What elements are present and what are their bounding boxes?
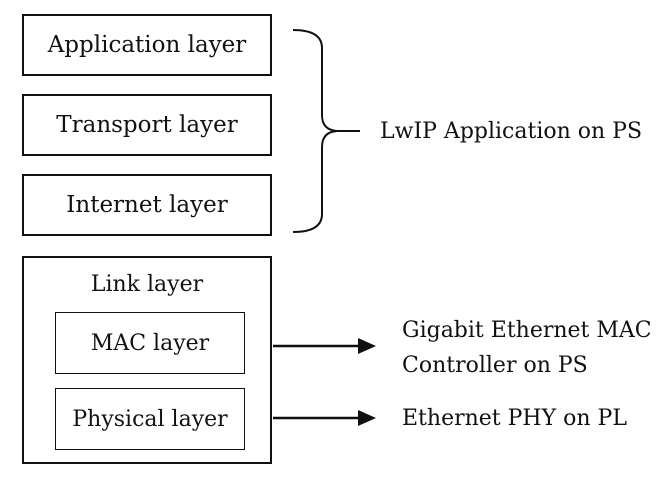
mac-layer-box: MAC layer <box>55 312 245 374</box>
transport-layer-label: Transport layer <box>56 112 238 138</box>
phy-arrow-head <box>358 410 376 426</box>
mac-arrow-head <box>358 338 376 354</box>
physical-layer-box: Physical layer <box>55 388 245 450</box>
lwip-annotation: LwIP Application on PS <box>380 119 643 144</box>
gigabit-annotation-line2: Controller on PS <box>402 353 588 378</box>
physical-layer-label: Physical layer <box>72 406 228 432</box>
mac-layer-label: MAC layer <box>90 330 210 356</box>
application-layer-label: Application layer <box>47 32 247 58</box>
gigabit-annotation-line1: Gigabit Ethernet MAC <box>402 318 652 343</box>
curly-brace <box>292 29 338 233</box>
phy-annotation: Ethernet PHY on PL <box>402 406 627 431</box>
internet-layer-box: Internet layer <box>22 174 272 236</box>
transport-layer-box: Transport layer <box>22 94 272 156</box>
application-layer-box: Application layer <box>22 14 272 76</box>
internet-layer-label: Internet layer <box>66 192 228 218</box>
link-layer-title: Link layer <box>90 272 204 297</box>
